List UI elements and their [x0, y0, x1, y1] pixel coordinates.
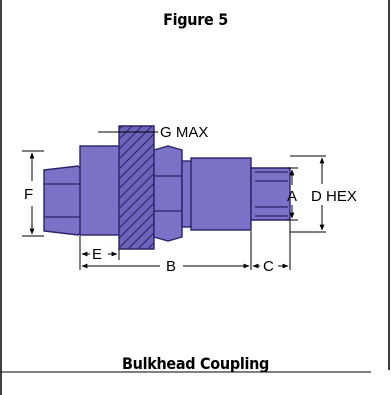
figure-title: Figure 5	[163, 10, 228, 29]
dimension-a: A	[287, 167, 298, 221]
label-d: D HEX	[311, 188, 357, 205]
right-body	[181, 157, 252, 231]
dimension-d: D HEX	[290, 155, 357, 233]
label-c: C	[263, 258, 274, 275]
label-a: A	[287, 188, 297, 205]
dimension-g: G MAX	[98, 124, 208, 141]
right-nut	[250, 167, 291, 221]
figure-caption: Bulkhead Coupling	[121, 354, 270, 373]
bulkhead-wall	[118, 125, 155, 250]
dimension-e: E	[81, 246, 118, 263]
dimension-c: C	[252, 258, 289, 275]
label-b: B	[166, 258, 176, 275]
left-nut	[43, 165, 83, 236]
label-g: G MAX	[160, 124, 208, 141]
dimension-b: B	[81, 258, 250, 275]
left-body	[79, 145, 121, 236]
label-e: E	[92, 246, 102, 263]
center-hex-nut	[153, 145, 183, 242]
label-f: F	[24, 186, 33, 203]
dimension-f: F	[22, 150, 44, 237]
